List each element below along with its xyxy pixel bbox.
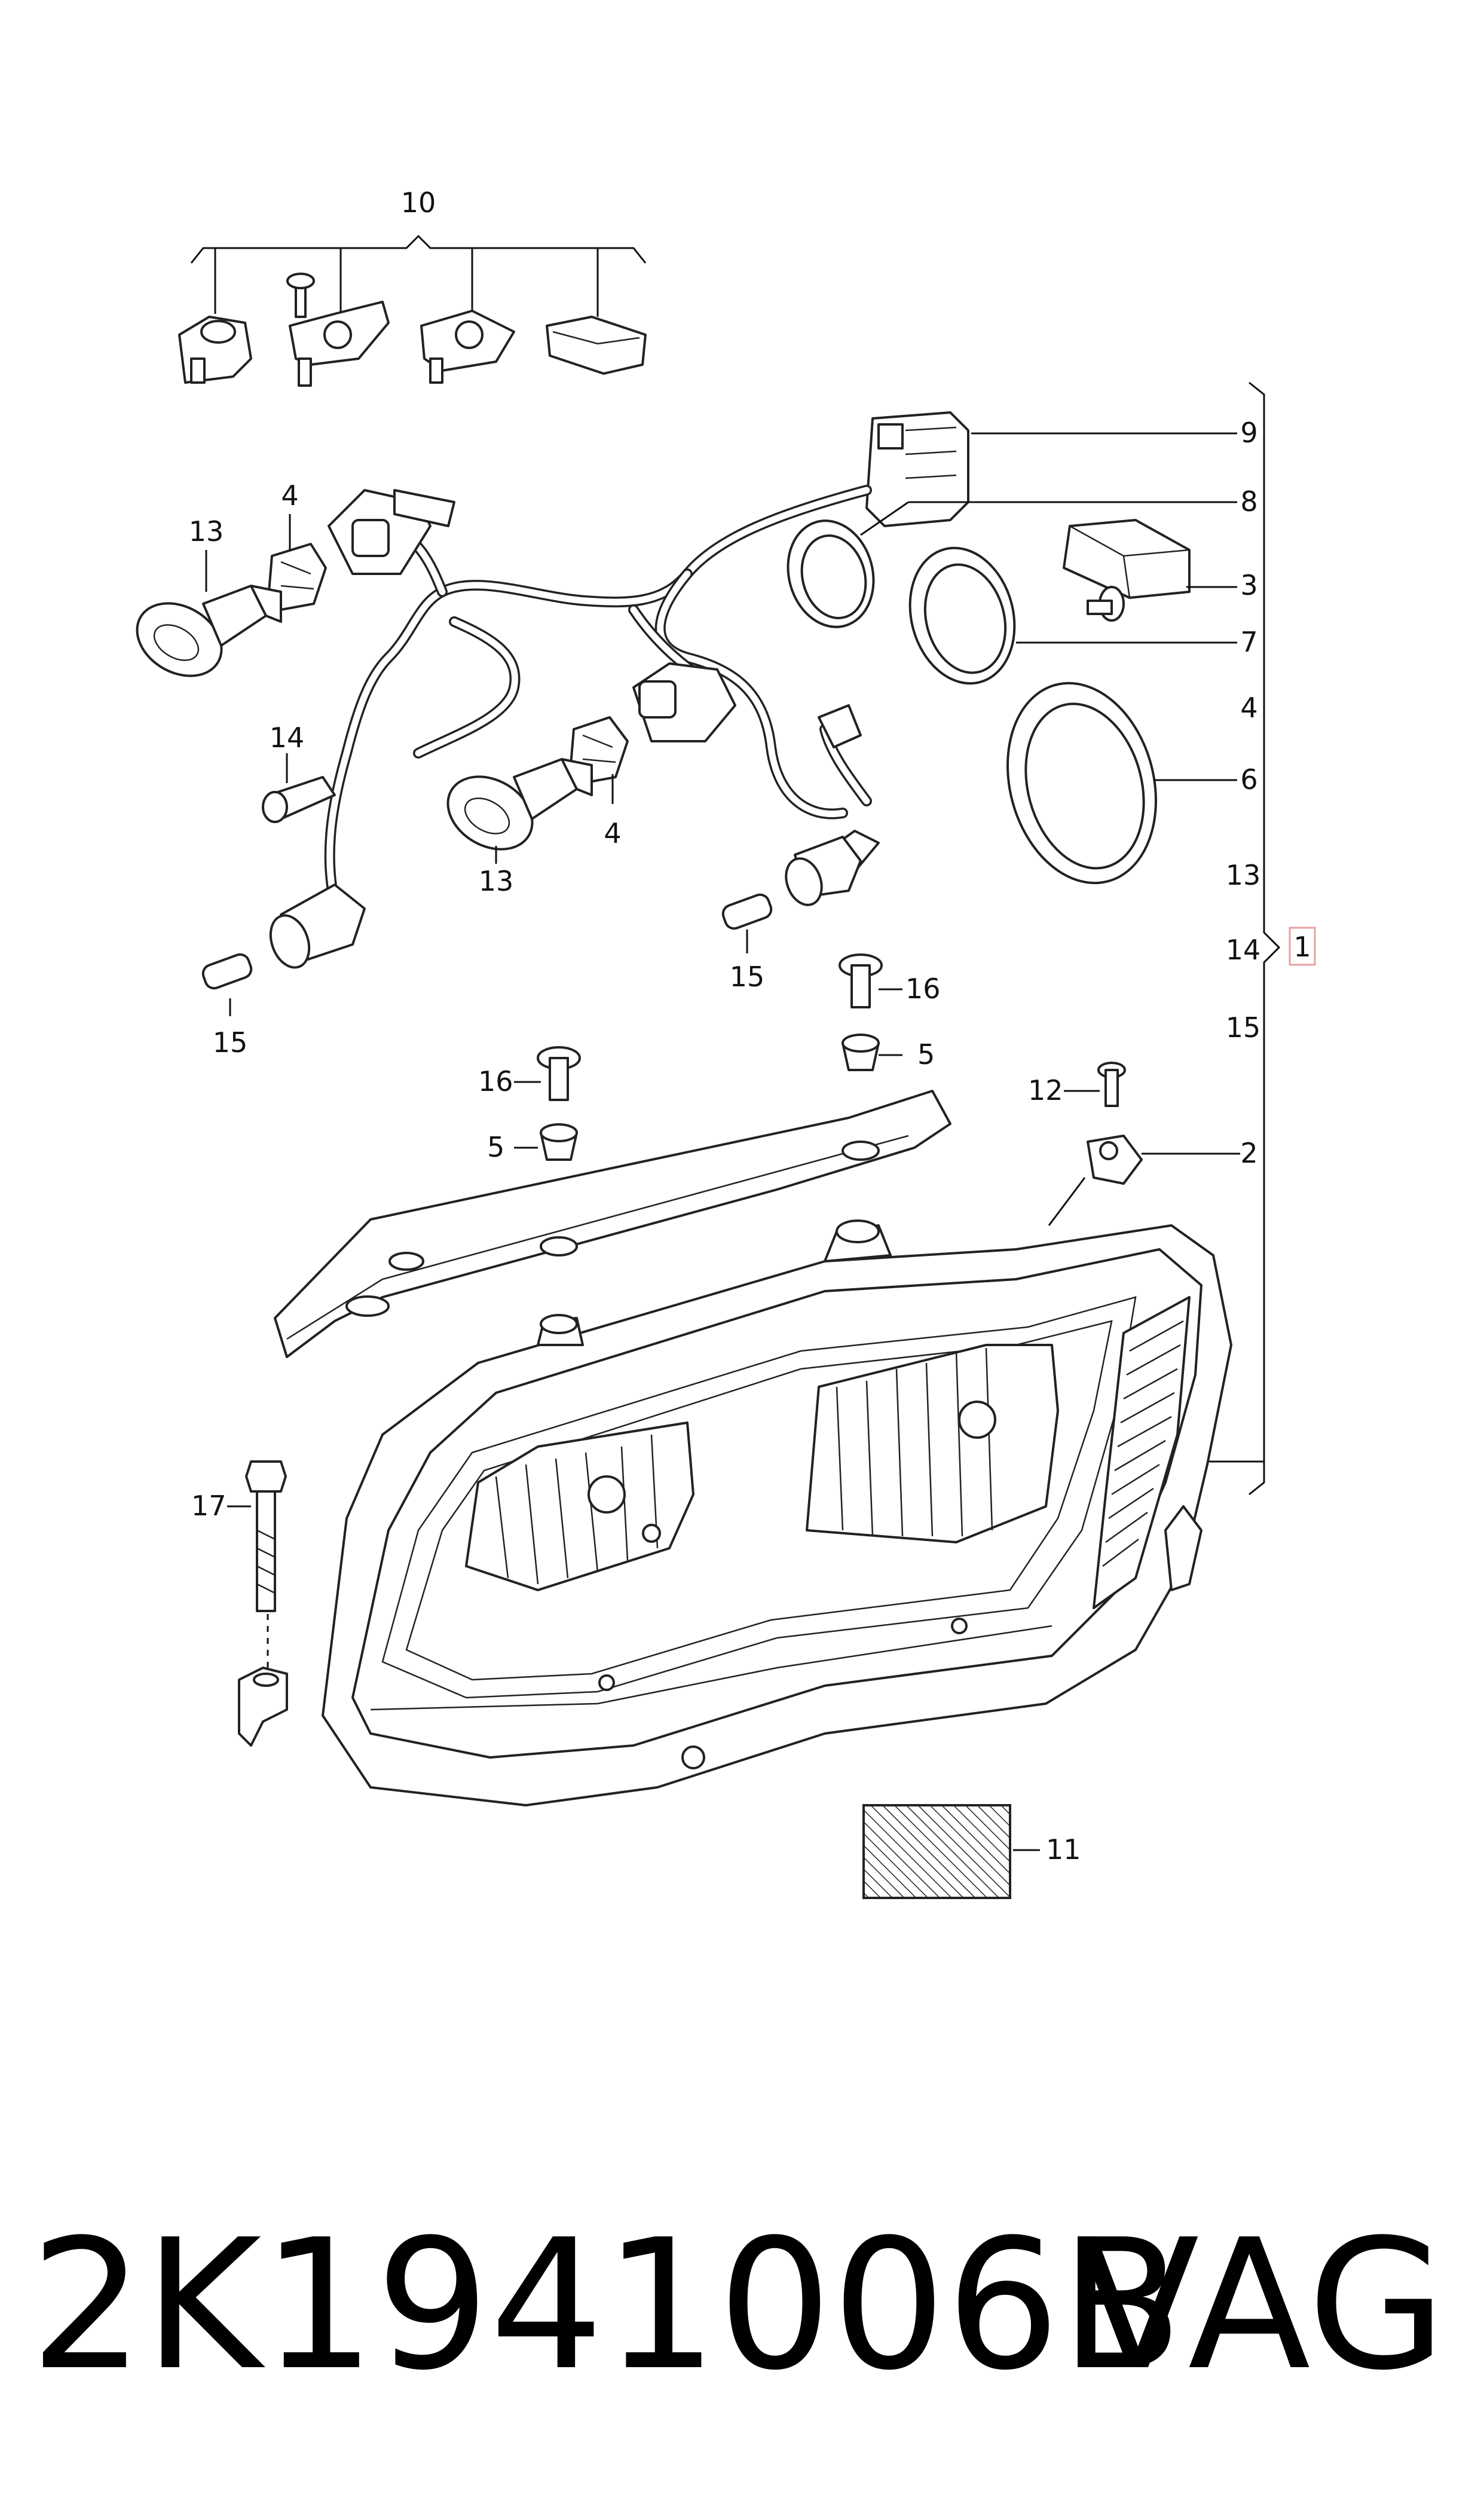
clip-nut-5-left bbox=[514, 1123, 578, 1161]
callout-12: 12 bbox=[1028, 1074, 1063, 1106]
screw-12 bbox=[1064, 1062, 1126, 1107]
marker-socket-left bbox=[269, 883, 366, 969]
callout-3: 3 bbox=[1240, 569, 1257, 601]
bolt-17 bbox=[227, 1460, 288, 1747]
marker-bulb-15-right bbox=[721, 893, 773, 953]
plug-left bbox=[328, 489, 455, 575]
callout-17: 17 bbox=[191, 1490, 227, 1522]
callout-4-right: 4 bbox=[1240, 692, 1257, 724]
repair-mount-b bbox=[286, 273, 390, 387]
brand-name: VAG bbox=[1077, 2201, 1446, 2410]
part-number: 2K1941006B bbox=[30, 2201, 1183, 2410]
leveling-motor-3 bbox=[1063, 519, 1237, 622]
marker-socket-right bbox=[785, 836, 862, 906]
callout-1: 1 bbox=[1293, 931, 1311, 963]
plug-center bbox=[632, 662, 736, 742]
callout-4-center: 4 bbox=[604, 817, 621, 849]
halogen-bulb-13-left bbox=[136, 550, 282, 677]
callout-15-right: 15 bbox=[1226, 1011, 1261, 1044]
callout-10: 10 bbox=[401, 187, 436, 219]
mounting-plate bbox=[274, 1090, 951, 1358]
callout-5-left: 5 bbox=[487, 1131, 504, 1163]
callout-7: 7 bbox=[1240, 626, 1257, 658]
grommet-8 bbox=[787, 501, 1237, 628]
callout-14-left: 14 bbox=[270, 722, 305, 754]
assembly-bracket-1 bbox=[1189, 381, 1316, 1496]
connector-housing-9 bbox=[865, 411, 1237, 527]
callout-13-left: 13 bbox=[189, 515, 224, 548]
seal-ring-6 bbox=[1006, 681, 1237, 885]
highlight-box bbox=[1289, 927, 1316, 966]
callout-16-right: 16 bbox=[905, 973, 941, 1005]
clip-2 bbox=[1048, 1135, 1240, 1226]
screw-16-left bbox=[514, 1046, 581, 1101]
callout-13-center: 13 bbox=[479, 865, 514, 897]
wedge-bulb-14 bbox=[262, 753, 336, 823]
repair-mount-a bbox=[178, 316, 252, 384]
callout-15-center: 15 bbox=[730, 961, 765, 993]
clip-nut-5-right bbox=[842, 1034, 902, 1071]
repair-mount-d bbox=[546, 316, 647, 375]
callout-4-left: 4 bbox=[281, 479, 298, 512]
callout-9: 9 bbox=[1240, 417, 1257, 449]
halogen-bulb-13-center bbox=[446, 758, 593, 864]
seal-ring-7 bbox=[908, 546, 1237, 685]
callout-15-left: 15 bbox=[213, 1026, 248, 1059]
callout-5-right: 5 bbox=[917, 1038, 935, 1071]
bracket-group-10 bbox=[190, 234, 647, 317]
label-plate-11 bbox=[862, 1804, 1040, 1899]
callout-2: 2 bbox=[1240, 1137, 1257, 1169]
callout-14-right: 14 bbox=[1226, 934, 1261, 966]
headlight-housing bbox=[322, 1219, 1232, 1806]
screw-16-right bbox=[839, 953, 902, 1008]
marker-bulb-15-left bbox=[201, 953, 253, 1016]
callout-13-right: 13 bbox=[1226, 859, 1261, 891]
callout-16-left: 16 bbox=[478, 1065, 513, 1097]
callout-11: 11 bbox=[1046, 1833, 1081, 1866]
wiring-harness bbox=[324, 485, 872, 908]
callout-8: 8 bbox=[1240, 485, 1257, 518]
repair-mount-c bbox=[420, 310, 515, 384]
callout-6: 6 bbox=[1240, 763, 1257, 796]
